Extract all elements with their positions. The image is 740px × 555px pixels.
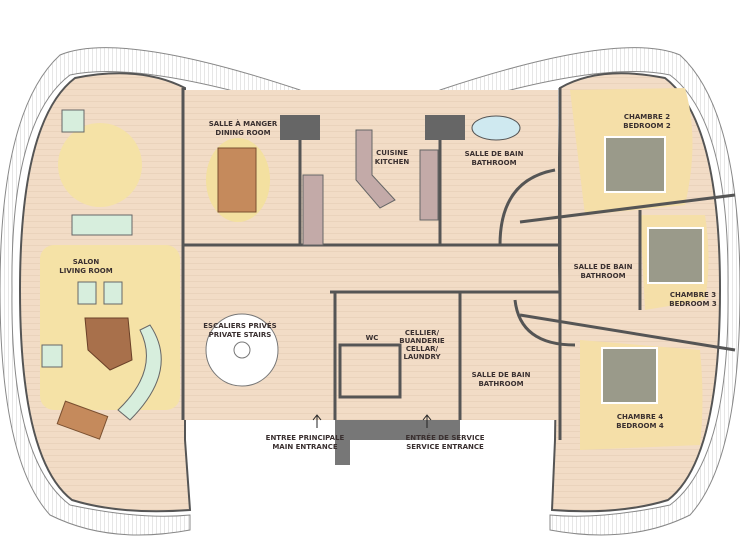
kitchen-island xyxy=(355,129,396,209)
kitchen-counter xyxy=(302,174,324,246)
label-laundry-3: CELLAR/ xyxy=(406,345,439,353)
label-main-entrance: ENTREE PRINCIPALE xyxy=(266,434,345,442)
label-service-entrance-en: SERVICE ENTRANCE xyxy=(406,443,484,451)
label-wc: WC xyxy=(366,334,379,342)
label-bedroom3: CHAMBRE 3 xyxy=(670,291,716,299)
kitchen-counter xyxy=(419,149,439,221)
label-dining-en: DINING ROOM xyxy=(215,129,270,137)
rug xyxy=(58,123,142,207)
label-stairs-en: PRIVATE STAIRS xyxy=(209,331,272,339)
label-bath1-en: BATHROOM xyxy=(471,159,516,167)
coffee-table xyxy=(84,317,133,371)
label-dining: SALLE À MANGER xyxy=(209,119,278,128)
label-laundry-2: BUANDERIE xyxy=(399,337,445,345)
label-bedroom3-en: BEDROOM 3 xyxy=(669,300,717,308)
label-bath2: SALLE DE BAIN xyxy=(574,263,633,271)
label-kitchen-en: KITCHEN xyxy=(375,158,410,166)
label-main-entrance-en: MAIN ENTRANCE xyxy=(272,443,338,451)
bed xyxy=(604,136,666,193)
arrow-up-icon xyxy=(312,414,322,428)
armchair xyxy=(61,109,85,133)
armchair xyxy=(77,281,97,305)
arrow-up-icon xyxy=(422,414,432,428)
label-stairs: ESCALIERS PRIVÉS xyxy=(203,321,276,330)
label-bedroom4: CHAMBRE 4 xyxy=(617,413,663,421)
label-bedroom4-en: BEDROOM 4 xyxy=(616,422,664,430)
label-kitchen: CUISINE xyxy=(376,149,408,157)
label-bath3-en: BATHROOM xyxy=(478,380,523,388)
bed xyxy=(647,227,704,284)
label-bedroom2-en: BEDROOM 2 xyxy=(623,122,671,130)
sofa xyxy=(71,214,133,236)
label-living-en: LIVING ROOM xyxy=(59,267,112,275)
label-living: SALON xyxy=(73,258,100,266)
label-bath1: SALLE DE BAIN xyxy=(465,150,524,158)
sofa xyxy=(117,324,162,421)
label-bath2-en: BATHROOM xyxy=(580,272,625,280)
desk xyxy=(56,400,109,440)
dining-table xyxy=(217,147,257,213)
walls xyxy=(181,88,736,465)
bed xyxy=(601,347,658,404)
armchair xyxy=(103,281,123,305)
label-laundry-1: CELLIER/ xyxy=(405,329,440,337)
label-bedroom2: CHAMBRE 2 xyxy=(624,113,670,121)
bathtub xyxy=(471,115,521,141)
label-bath3: SALLE DE BAIN xyxy=(472,371,531,379)
room-labels: SALLE À MANGER DINING ROOM CUISINE KITCH… xyxy=(59,113,717,451)
label-service-entrance: ENTRÉE DE SERVICE xyxy=(406,433,485,442)
armchair xyxy=(41,344,63,368)
label-laundry-4: LAUNDRY xyxy=(403,353,441,361)
